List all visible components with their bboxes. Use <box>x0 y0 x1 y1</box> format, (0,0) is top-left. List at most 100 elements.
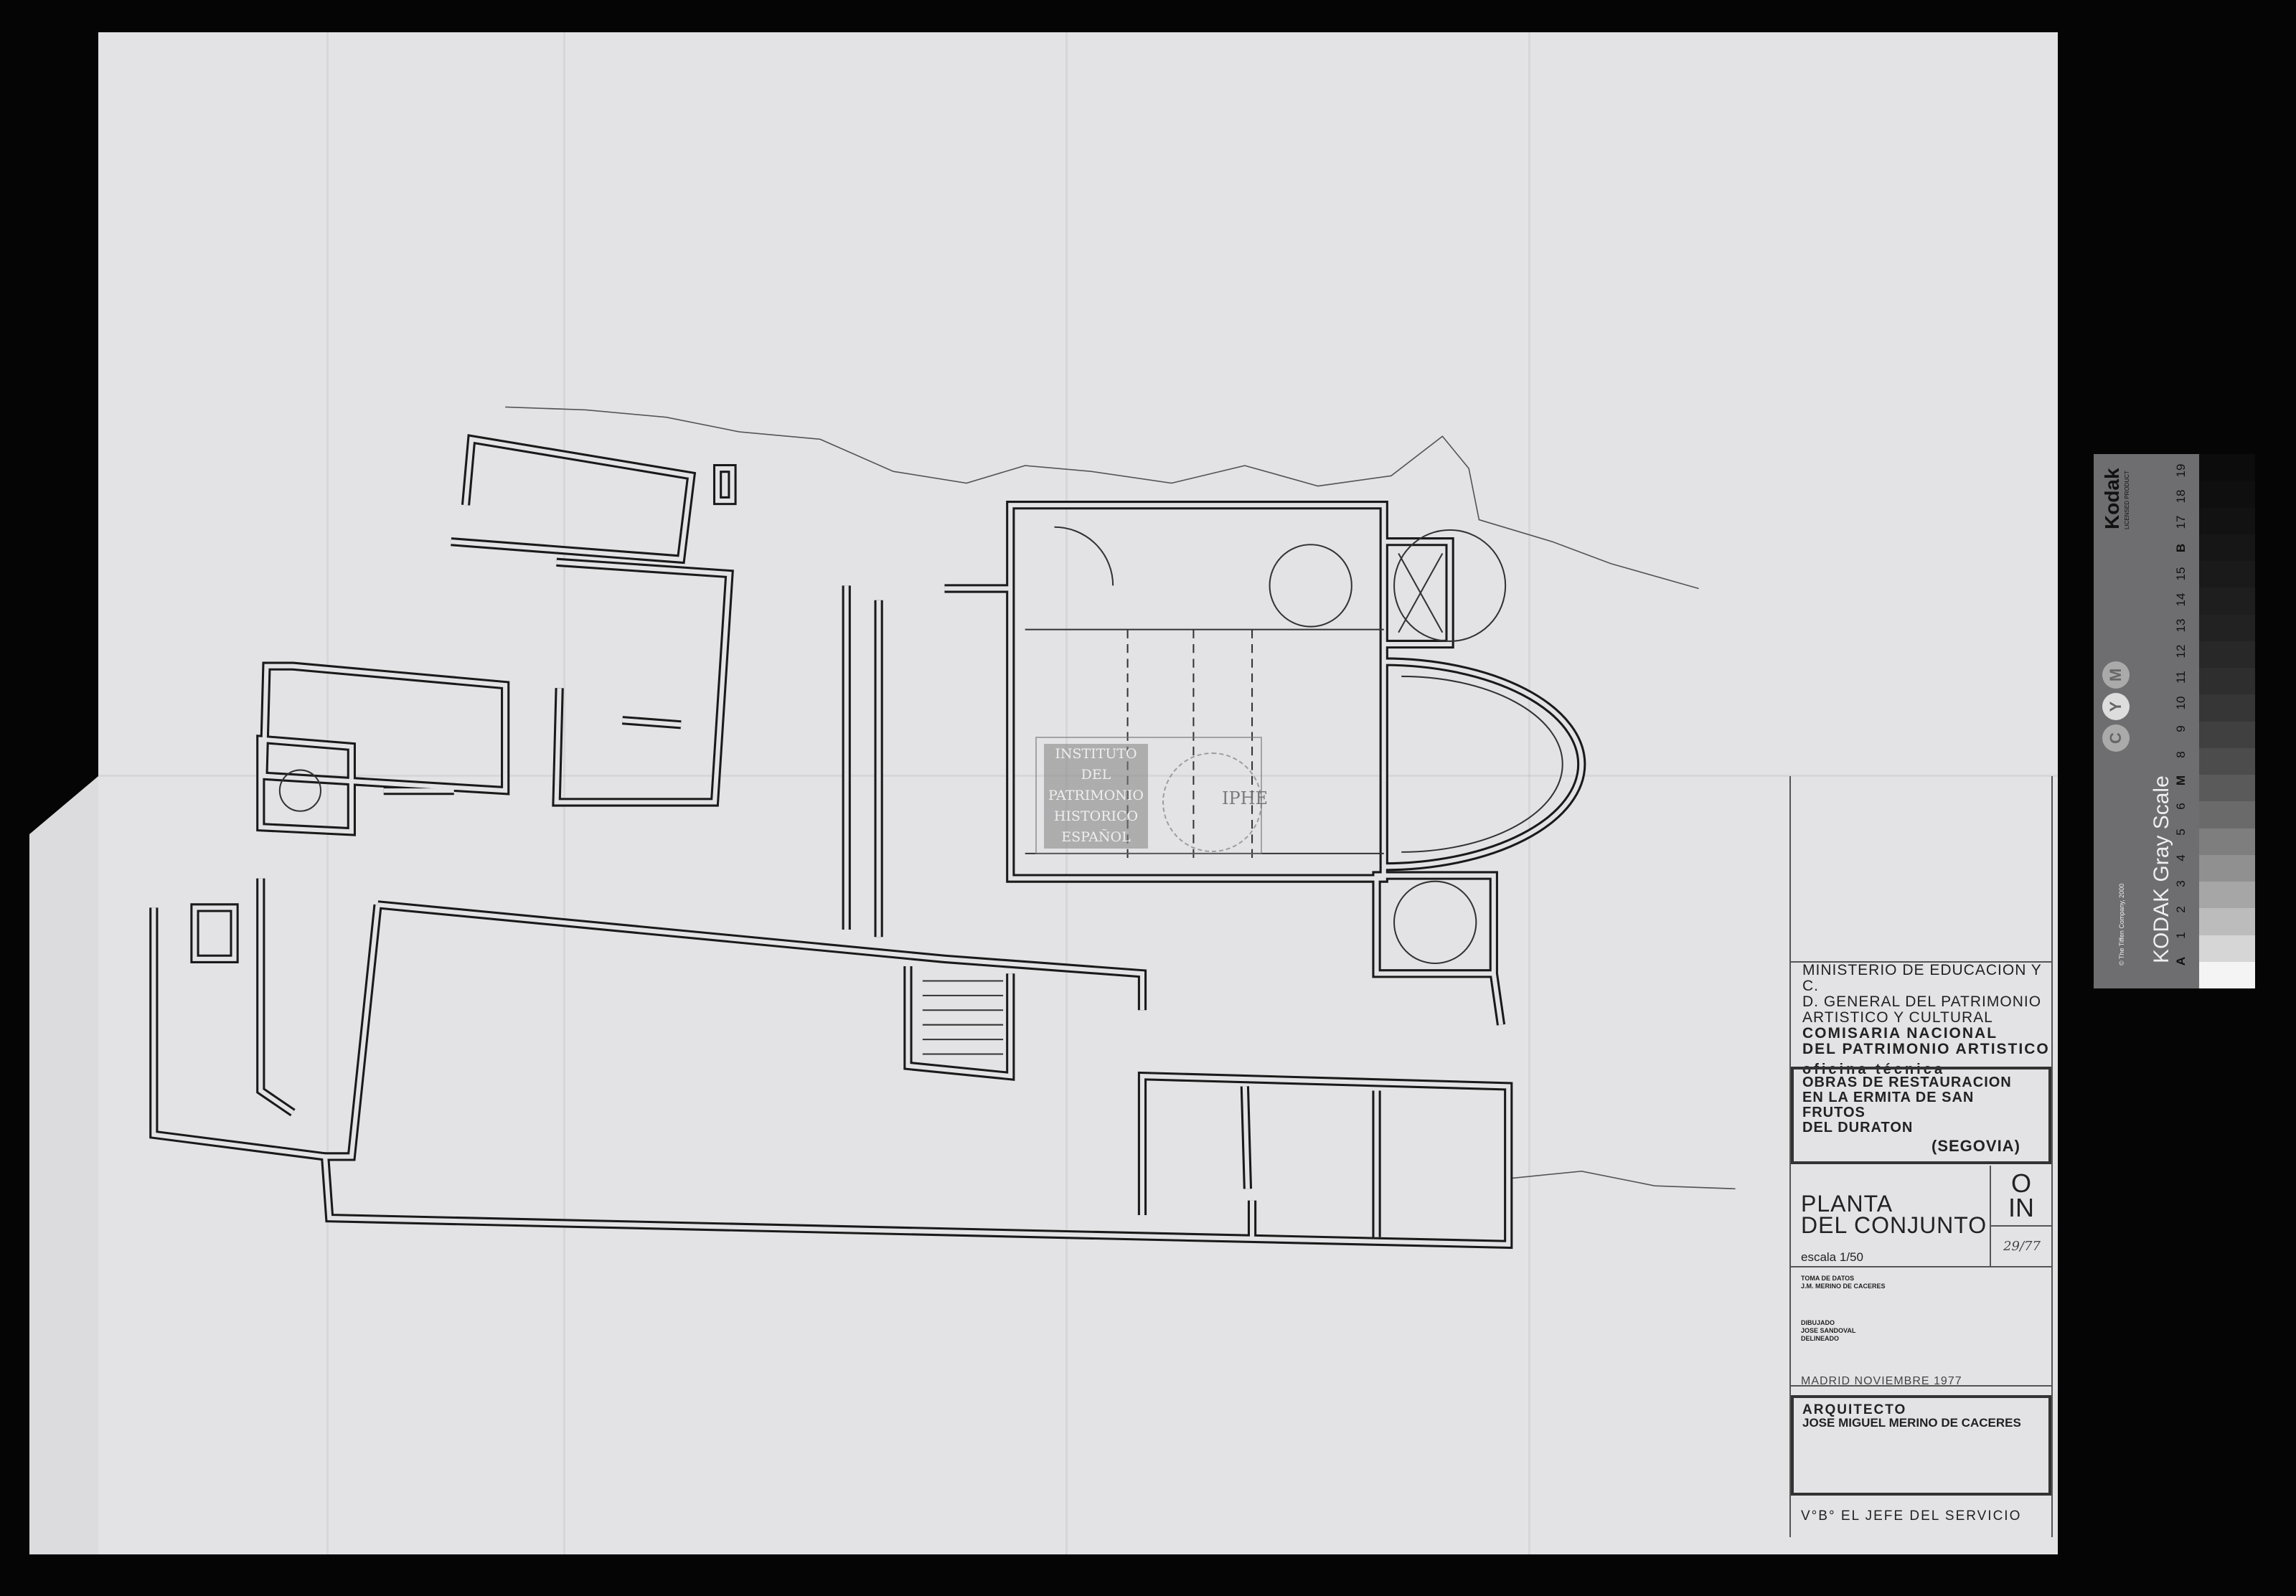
gray-scale-title: KODAK Gray Scale <box>2150 775 2173 963</box>
watermark-line: HISTORICO <box>1053 808 1139 824</box>
step-label: 3 <box>2174 880 2188 887</box>
step-label: 1 <box>2174 932 2188 939</box>
credits-section: TOMA DE DATOS J.M. MERINO DE CACERES DIB… <box>1791 1266 2051 1387</box>
watermark-acronym: IPHE <box>1222 788 1269 808</box>
iphe-rose-logo-icon <box>1162 752 1262 852</box>
step-label: 17 <box>2174 515 2188 529</box>
gray-patch <box>2199 747 2255 775</box>
delineated-label: DELINEADO <box>1801 1335 1840 1342</box>
registry-number: 29/77 <box>1990 1227 2053 1266</box>
gray-scale-copyright: © The Tiffen Company, 2000 <box>2118 883 2125 965</box>
gray-patch <box>2199 587 2255 615</box>
gray-patch <box>2199 775 2255 802</box>
architect-box: ARQUITECTO JOSE MIGUEL MERINO DE CACERES <box>1791 1395 2051 1496</box>
fold-line <box>563 32 565 1554</box>
gray-patch <box>2199 534 2255 561</box>
project-line: DEL DURATON <box>1802 1120 1914 1135</box>
terrain-line <box>505 406 1699 590</box>
gray-patch <box>2199 694 2255 722</box>
gray-patches <box>2199 454 2255 988</box>
yellow-marker-icon: Y <box>2102 693 2130 720</box>
divider <box>1791 961 2051 963</box>
iphe-watermark-stamp: INSTITUTO DEL PATRIMONIO HISTORICO ESPAÑ… <box>1035 737 1268 854</box>
issuing-authority: MINISTERIO DE EDUCACION Y C. D. GENERAL … <box>1791 962 2051 1078</box>
cyan-marker-icon: C <box>2102 724 2130 752</box>
gray-patch <box>2199 935 2255 962</box>
step-label: 5 <box>2174 828 2188 836</box>
architect-name: JOSE MIGUEL MERINO DE CACERES <box>1802 1416 2021 1430</box>
sheet-number-line: IN <box>2008 1193 2034 1222</box>
province: (SEGOVIA) <box>1932 1137 2020 1155</box>
project-box: OBRAS DE RESTAURACION EN LA ERMITA DE SA… <box>1791 1067 2051 1164</box>
data-taken-label: TOMA DE DATOS <box>1801 1275 1855 1282</box>
step-label: 15 <box>2174 567 2188 581</box>
project-line: EN LA ERMITA DE SAN FRUTOS <box>1802 1090 1975 1120</box>
gray-patch <box>2199 961 2255 988</box>
step-label: 6 <box>2174 803 2188 810</box>
sheet-number-line: O <box>2010 1168 2031 1198</box>
watermark-line: ESPAÑOL <box>1061 829 1131 845</box>
gray-patch <box>2199 641 2255 668</box>
office-label: oficina técnica <box>1802 1062 1945 1077</box>
watermark-line: PATRIMONIO <box>1048 788 1144 803</box>
step-label: 8 <box>2174 751 2188 758</box>
gray-patch <box>2199 454 2255 481</box>
place-date: MADRID NOVIEMBRE 1977 <box>1801 1375 1962 1387</box>
fold-line <box>326 32 329 1554</box>
gray-patch <box>2199 721 2255 748</box>
architect-label: ARQUITECTO <box>1802 1402 1907 1417</box>
gray-patch <box>2199 908 2255 935</box>
gray-patch <box>2199 668 2255 695</box>
step-label: 19 <box>2174 463 2188 478</box>
sheet-title-section: PLANTA DEL CONJUNTO escala 1/50 O IN 29/… <box>1791 1166 2051 1267</box>
magenta-marker-icon: M <box>2102 661 2130 689</box>
step-label: 18 <box>2174 489 2188 504</box>
cym-markers: C Y M <box>2102 661 2130 752</box>
gray-patch <box>2199 561 2255 588</box>
watermark-line: INSTITUTO <box>1055 746 1137 762</box>
gray-patch <box>2199 507 2255 534</box>
comisaria-line: DEL PATRIMONIO ARTISTICO <box>1802 1041 2050 1057</box>
gray-patch <box>2199 854 2255 882</box>
step-label: M <box>2174 775 2188 786</box>
gray-patch <box>2199 481 2255 508</box>
data-taken-by: J.M. MERINO DE CACERES <box>1801 1283 1886 1290</box>
step-label: 9 <box>2174 725 2188 732</box>
terrain-line <box>1508 1170 1736 1190</box>
comisaria-line: COMISARIA NACIONAL <box>1802 1025 1998 1042</box>
step-label: 12 <box>2174 644 2188 658</box>
step-label: 11 <box>2174 671 2188 684</box>
scale-label: escala 1/50 <box>1801 1250 1863 1264</box>
licensed-label: LICENSED PRODUCT <box>2124 471 2130 529</box>
step-label: 13 <box>2174 618 2188 633</box>
sheet-number: O IN <box>1990 1166 2051 1227</box>
watermark-text: INSTITUTO DEL PATRIMONIO HISTORICO ESPAÑ… <box>1044 744 1148 849</box>
gray-patch <box>2199 882 2255 909</box>
drawn-by: JOSE SANDOVAL <box>1801 1327 1856 1334</box>
kodak-gray-scale-card: © The Tiffen Company, 2000 KODAK Gray Sc… <box>2094 454 2199 988</box>
sheet-title-line: PLANTA <box>1801 1191 1893 1217</box>
gray-patch <box>2199 801 2255 828</box>
step-label: 10 <box>2174 696 2188 710</box>
step-label: 2 <box>2174 906 2188 913</box>
approval-label: V°B° EL JEFE DEL SERVICIO <box>1801 1508 2022 1524</box>
walls <box>149 434 1586 1250</box>
gray-patch <box>2199 614 2255 641</box>
step-label: B <box>2174 543 2188 553</box>
step-label: 14 <box>2174 592 2188 607</box>
sheet-title: PLANTA DEL CONJUNTO <box>1801 1191 1987 1238</box>
ministry-line: D. GENERAL DEL PATRIMONIO <box>1802 993 2042 1010</box>
step-label: A <box>2174 956 2188 966</box>
sheet-title-line: DEL CONJUNTO <box>1801 1212 1987 1238</box>
drawn-label: DIBUJADO <box>1801 1319 1835 1326</box>
ministry-line: MINISTERIO DE EDUCACION Y C. <box>1802 962 2042 994</box>
kodak-logo: Kodak <box>2101 468 2123 529</box>
fold-line <box>1528 32 1530 1554</box>
title-block: MINISTERIO DE EDUCACION Y C. D. GENERAL … <box>1789 776 2053 1537</box>
step-label: 4 <box>2174 854 2188 861</box>
project-line: OBRAS DE RESTAURACION <box>1802 1075 2012 1090</box>
watermark-line: DEL <box>1081 767 1111 783</box>
gray-patch <box>2199 828 2255 855</box>
